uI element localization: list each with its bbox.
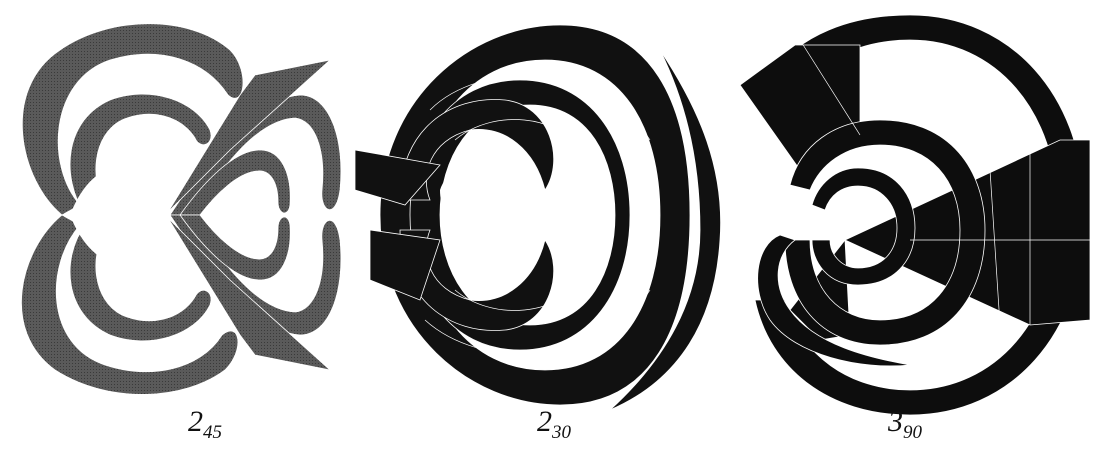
label-3-90: 390	[888, 405, 922, 444]
ring-inner	[812, 168, 915, 285]
central-void	[440, 164, 528, 236]
label-2-30: 230	[537, 405, 571, 444]
figure-2-45	[21, 24, 341, 395]
label-2-45: 245	[188, 405, 222, 444]
figure-3-90	[740, 15, 1090, 415]
figure-2-30	[355, 25, 721, 410]
